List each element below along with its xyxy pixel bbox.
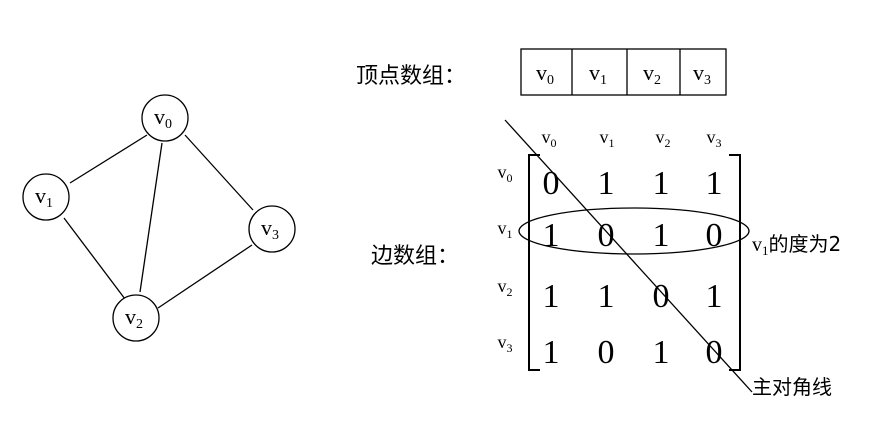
vertex-v1-node [22,173,70,221]
vertex-label-v2: v2 [125,304,143,332]
row-header-v2: v2 [498,276,513,299]
edge-v0-v3 [184,134,254,211]
matrix-left-bracket [528,154,540,371]
graph-labels: v0 v1 v2 v3 [35,104,279,332]
matrix-cell: 1 [706,165,723,202]
vertex-label-v3: v3 [261,215,279,243]
vertex-v3-node [248,205,296,253]
matrix-cell: 1 [598,278,615,315]
graph [22,94,296,342]
vertex-label-v0: v0 [154,104,172,132]
row-v1-highlight-ellipse [518,207,750,255]
matrix-cell: 1 [598,165,615,202]
vertex-array-label: 顶点数组： [356,64,466,89]
matrix-cell: 1 [706,278,723,315]
matrix-cells: 0 1 1 1 1 0 1 0 1 1 0 1 1 0 1 0 [543,165,723,371]
vertex-array-cell: v0 [536,60,554,88]
matrix-cell: 0 [598,334,615,371]
vertex-array-cell: v2 [643,60,661,88]
matrix-cell: 1 [543,334,560,371]
diagonal-annotation: 主对角线 [752,375,832,399]
vertex-v0-node [141,94,189,142]
matrix-row-headers: v0 v1 v2 v3 [498,162,513,355]
edge-array-label: 边数组： [371,244,459,269]
matrix-cell: 1 [653,217,670,254]
edge-v0-v1 [69,134,148,184]
matrix-cell: 1 [653,165,670,202]
row-header-v0: v0 [498,162,513,185]
matrix-cell: 1 [653,334,670,371]
col-header-v2: v2 [656,127,671,150]
vertex-array [520,48,727,96]
vertex-array-cell: v1 [589,60,607,88]
row-header-v1: v1 [498,218,513,241]
matrix-cell: 0 [598,217,615,254]
degree-annotation: v1的度为2 [752,232,841,258]
vertex-array-cells: v0 v1 v2 v3 [536,60,711,88]
matrix-cell: 1 [543,278,560,315]
matrix-cell: 0 [543,165,560,202]
matrix-cell: 0 [653,278,670,315]
row-header-v3: v3 [498,332,513,355]
matrix-right-bracket [729,154,741,371]
matrix-cell: 0 [706,217,723,254]
matrix-col-headers: v0 v1 v2 v3 [542,127,722,150]
col-header-v0: v0 [542,127,557,150]
col-header-v3: v3 [707,127,722,150]
vertex-label-v1: v1 [35,183,53,211]
matrix-cell: 0 [706,334,723,371]
edge-v2-v3 [157,244,253,309]
matrix-cell: 1 [543,217,560,254]
vertex-v2-node [112,294,160,342]
edge-v0-v2 [139,142,163,293]
main-diagonal-line [504,119,753,393]
col-header-v1: v1 [600,127,615,150]
vertex-array-box [520,48,727,96]
edge-v1-v2 [63,217,126,300]
vertex-array-cell: v3 [693,60,711,88]
